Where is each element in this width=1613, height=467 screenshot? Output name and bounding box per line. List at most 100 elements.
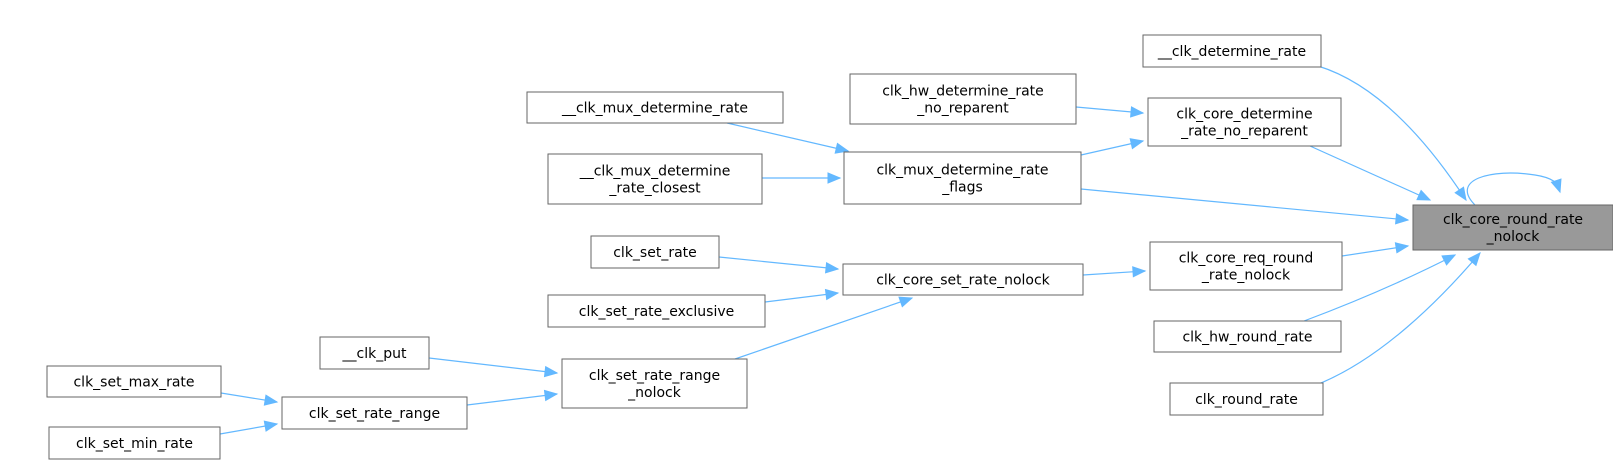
node-clk_hw_determine_rate_no_reparent[interactable]: clk_hw_determine_rate_no_reparent (849, 73, 1077, 125)
arrow-head-icon (1416, 189, 1432, 201)
node-label: clk_set_rate_range (309, 406, 440, 422)
node-clk_set_rate_exclusive[interactable]: clk_set_rate_exclusive (547, 294, 766, 328)
edge-clk_core_round_rate_nolock-to-clk_core_round_rate_nolock (1466, 172, 1562, 206)
edge-clk_hw_determine_rate_no_reparent-to-clk_core_determine_rate_no_reparent (1075, 106, 1145, 118)
edge-clk_set_rate_range-to-clk_set_rate_range_nolock (466, 389, 559, 406)
arrow-head-icon (834, 142, 850, 154)
node-box (1147, 97, 1342, 147)
node-label: clk_mux_determine_rate (876, 163, 1048, 179)
arrow-head-icon (824, 262, 840, 274)
arrow-head-icon (1467, 252, 1481, 267)
node-label: clk_core_round_rate (1443, 212, 1583, 228)
node-label: clk_set_rate_range (589, 368, 720, 384)
edge-line (1080, 188, 1409, 221)
edge-clk_core_req_round_rate_nolock-to-clk_core_round_rate_nolock (1341, 242, 1410, 257)
edge-__clk_put-to-clk_set_rate_range_nolock (428, 357, 559, 378)
edge-line (428, 357, 558, 374)
node-label: _nolock (1486, 229, 1541, 245)
arrow-head-icon (827, 172, 842, 184)
arrow-head-icon (1130, 106, 1145, 118)
node-label: _nolock (627, 385, 682, 401)
node-label: clk_hw_round_rate (1182, 330, 1312, 346)
edge-line (1303, 254, 1456, 322)
node-box (48, 426, 221, 460)
edge-clk_set_min_rate-to-clk_set_rate_range (219, 420, 279, 435)
node-clk_hw_round_rate[interactable]: clk_hw_round_rate (1153, 320, 1342, 353)
node-label: clk_core_set_rate_nolock (876, 273, 1050, 289)
node-label: _rate_closest (608, 181, 701, 197)
edge-__clk_mux_determine_rate_closest-to-clk_mux_determine_rate_flags (762, 172, 842, 184)
arrow-head-icon (824, 288, 840, 301)
node-label: _rate_nolock (1201, 268, 1291, 284)
node-box (590, 235, 720, 269)
edge-line (1309, 145, 1431, 201)
edge-clk_core_determine_rate_no_reparent-to-clk_core_round_rate_nolock (1309, 145, 1432, 201)
node-clk_mux_determine_rate_flags[interactable]: clk_mux_determine_rate_flags (843, 151, 1082, 205)
arrow-head-icon (1132, 266, 1147, 278)
node-label: __clk_put (342, 346, 407, 362)
edge-clk_hw_round_rate-to-clk_core_round_rate_nolock (1303, 254, 1457, 322)
edge-clk_set_rate_range_nolock-to-clk_core_set_rate_nolock (734, 296, 914, 360)
node-label: __clk_mux_determine_rate (561, 101, 748, 117)
node-label: __clk_determine_rate (1157, 44, 1306, 60)
arrow-head-icon (263, 420, 279, 432)
node-box (1412, 204, 1613, 251)
edge-line (734, 297, 913, 360)
node-clk_core_set_rate_nolock[interactable]: clk_core_set_rate_nolock (842, 263, 1084, 296)
node-clk_set_max_rate[interactable]: clk_set_max_rate (46, 365, 222, 398)
edge-clk_mux_determine_rate_flags-to-clk_core_round_rate_nolock (1080, 188, 1410, 225)
node-box (1153, 320, 1342, 353)
node-clk_set_min_rate[interactable]: clk_set_min_rate (48, 426, 221, 460)
node-box (561, 358, 748, 409)
arrow-head-icon (1129, 138, 1145, 150)
node-clk_round_rate[interactable]: clk_round_rate (1169, 382, 1324, 416)
node-clk_core_round_rate_nolock: clk_core_round_rate_nolock (1412, 204, 1613, 251)
node-label: clk_round_rate (1195, 392, 1298, 408)
node-clk_core_determine_rate_no_reparent[interactable]: clk_core_determine_rate_no_reparent (1147, 97, 1342, 147)
edge-line (1315, 252, 1481, 386)
node-label: _flags (941, 180, 983, 196)
node-label: _no_reparent (916, 101, 1009, 117)
edge-line (1466, 172, 1561, 206)
edge-line (1317, 65, 1467, 201)
node-clk_core_req_round_rate_nolock[interactable]: clk_core_req_round_rate_nolock (1149, 241, 1343, 291)
node-layer: clk_core_round_rate_nolock__clk_determin… (46, 34, 1613, 460)
edge-line (466, 393, 558, 406)
edge-clk_set_rate-to-clk_core_set_rate_nolock (718, 256, 840, 274)
edge-clk_core_set_rate_nolock-to-clk_core_req_round_rate_nolock (1082, 266, 1147, 278)
node-box (849, 73, 1077, 125)
node-box (1169, 382, 1324, 416)
node-label: _rate_no_reparent (1180, 124, 1308, 140)
node-clk_set_rate_range[interactable]: clk_set_rate_range (281, 396, 468, 430)
node-clk_set_rate_range_nolock[interactable]: clk_set_rate_range_nolock (561, 358, 748, 409)
node-box (842, 263, 1084, 296)
node-box (1142, 34, 1322, 68)
node-__clk_mux_determine_rate[interactable]: __clk_mux_determine_rate (526, 91, 784, 124)
arrow-head-icon (543, 365, 559, 378)
node-__clk_determine_rate[interactable]: __clk_determine_rate (1142, 34, 1322, 68)
node-box (547, 294, 766, 328)
node-label: clk_set_min_rate (76, 436, 193, 452)
edge-__clk_determine_rate-to-clk_core_round_rate_nolock (1317, 65, 1467, 202)
node-label: clk_hw_determine_rate (882, 84, 1044, 100)
edge-clk_set_max_rate-to-clk_set_rate_range (220, 392, 279, 406)
edge-line (726, 122, 849, 152)
arrow-head-icon (1454, 186, 1467, 202)
node-__clk_mux_determine_rate_closest[interactable]: __clk_mux_determine_rate_closest (547, 153, 763, 205)
node-label: clk_set_rate (613, 245, 697, 261)
node-label: clk_core_determine (1176, 107, 1312, 123)
arrow-head-icon (263, 394, 279, 406)
node-label: clk_core_req_round (1179, 251, 1314, 267)
node-label: clk_set_rate_exclusive (579, 304, 734, 320)
arrow-head-icon (1441, 254, 1457, 266)
node-box (281, 396, 468, 430)
node-label: clk_set_max_rate (73, 375, 194, 391)
node-box (1149, 241, 1343, 291)
node-clk_set_rate[interactable]: clk_set_rate (590, 235, 720, 269)
node-box (547, 153, 763, 205)
edge-__clk_mux_determine_rate-to-clk_mux_determine_rate_flags (726, 122, 850, 154)
arrow-head-icon (1550, 178, 1562, 194)
node-box (319, 336, 430, 370)
node-__clk_put[interactable]: __clk_put (319, 336, 430, 370)
